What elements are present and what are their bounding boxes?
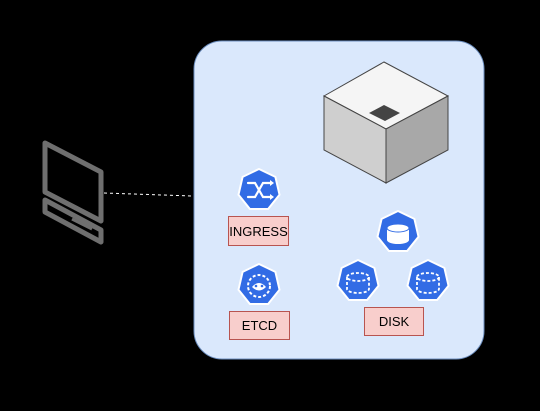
ingress-icon xyxy=(237,167,281,210)
disk-label: DISK xyxy=(364,307,424,336)
computer-icon xyxy=(42,140,104,245)
etcd-icon xyxy=(237,262,281,305)
volume-icon xyxy=(336,258,380,301)
server-box-icon xyxy=(322,61,450,184)
volume-icon xyxy=(376,209,420,252)
etcd-label: ETCD xyxy=(229,311,290,340)
connection-line xyxy=(103,192,193,197)
volume-icon xyxy=(406,258,450,301)
ingress-label: INGRESS xyxy=(228,216,289,246)
